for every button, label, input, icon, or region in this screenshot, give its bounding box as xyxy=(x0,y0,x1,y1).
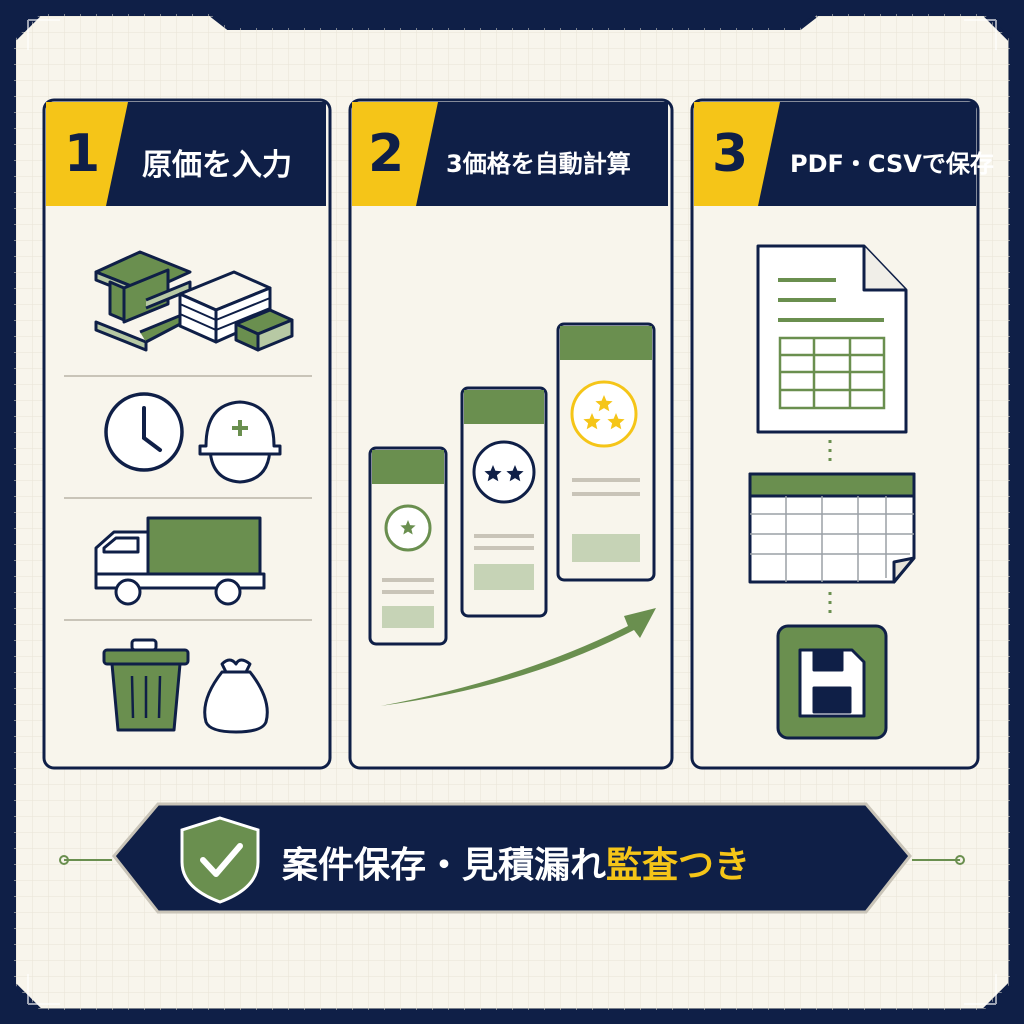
hardhat-icon xyxy=(198,400,282,484)
tier-card-2 xyxy=(460,386,548,618)
trash-can-icon xyxy=(102,638,190,732)
star-icon xyxy=(484,465,502,482)
step1-number: 1 xyxy=(64,124,101,184)
tier-stars xyxy=(400,395,625,535)
tier-card-3 xyxy=(556,322,656,582)
step3-label: PDF・CSVで保存 xyxy=(790,150,994,178)
banner-accent-text: 監査つき xyxy=(606,845,751,886)
truck-icon xyxy=(94,516,266,606)
plates-icon xyxy=(178,270,294,352)
document-table-icon xyxy=(778,336,886,410)
spreadsheet-grid xyxy=(750,496,914,582)
garbage-bag-icon xyxy=(203,658,269,734)
step3-number: 3 xyxy=(712,124,749,184)
star-icon xyxy=(506,465,524,482)
star-icon xyxy=(607,413,625,430)
star-icon xyxy=(595,395,613,412)
tier-card-1 xyxy=(368,446,448,646)
clock-icon xyxy=(104,392,184,472)
floppy-disk-icon xyxy=(776,624,888,740)
banner-main-text: 案件保存・見積漏れ xyxy=(282,845,607,886)
steel-beam-icon xyxy=(94,250,192,352)
banner-text: 案件保存・見積漏れ監査つき xyxy=(282,836,750,888)
banner xyxy=(112,802,912,914)
step1-label: 原価を入力 xyxy=(142,148,292,183)
star-icon xyxy=(583,413,601,430)
banner-decor xyxy=(59,855,965,865)
panel-step1 xyxy=(42,98,332,770)
star-icon xyxy=(400,520,416,535)
step2-label: 3価格を自動計算 xyxy=(446,150,631,178)
shield-check-icon xyxy=(180,816,260,904)
growth-arrow xyxy=(380,608,656,706)
step2-number: 2 xyxy=(368,124,405,184)
spreadsheet-icon xyxy=(748,472,916,584)
